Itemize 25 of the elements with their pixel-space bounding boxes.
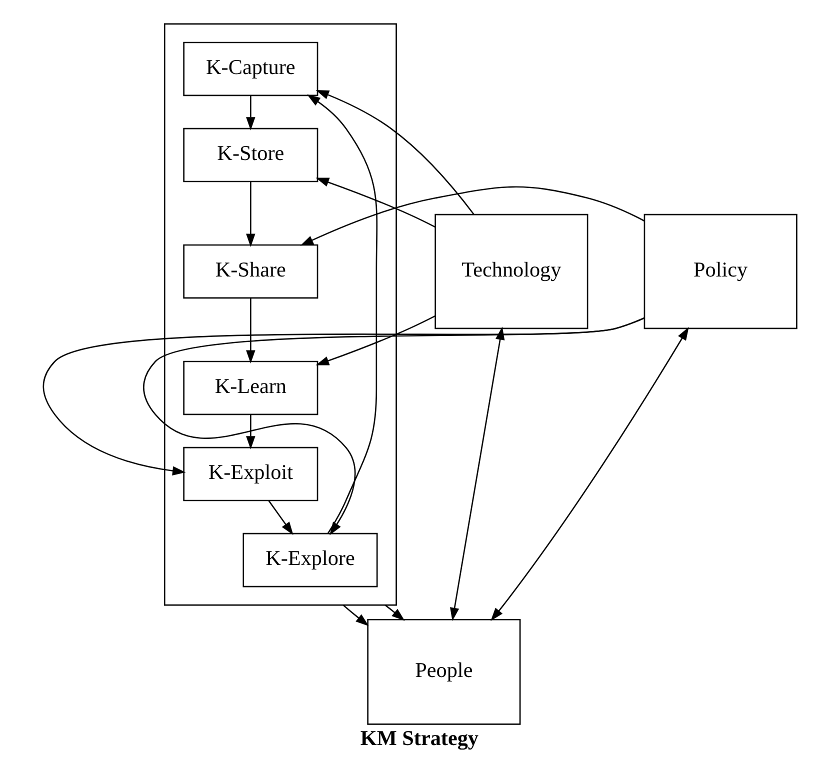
node-box: K-Store xyxy=(182,128,318,182)
caption: KM Strategy xyxy=(360,726,478,750)
arrow xyxy=(315,315,436,366)
node-box: Technology xyxy=(434,214,588,330)
node-box: K-Capture xyxy=(182,42,318,96)
node-box: Policy xyxy=(643,214,797,330)
arrow xyxy=(315,90,474,215)
arrow xyxy=(246,414,255,450)
node-box: K-Share xyxy=(182,244,318,299)
arrow xyxy=(315,178,436,228)
arrow xyxy=(342,604,368,626)
arrow xyxy=(300,186,644,246)
node-box: K-Learn xyxy=(182,360,318,416)
arrow xyxy=(268,500,293,536)
cluster xyxy=(163,23,396,606)
arrow xyxy=(142,317,644,536)
node-box: K-Explore xyxy=(242,532,378,588)
arrow xyxy=(246,182,255,247)
arrow xyxy=(42,318,644,476)
node-box: People xyxy=(366,618,520,725)
arrow xyxy=(246,96,255,130)
arrow xyxy=(384,604,404,621)
arrow xyxy=(306,94,378,534)
node-box: K-Exploit xyxy=(182,446,318,502)
arrow xyxy=(246,298,255,364)
